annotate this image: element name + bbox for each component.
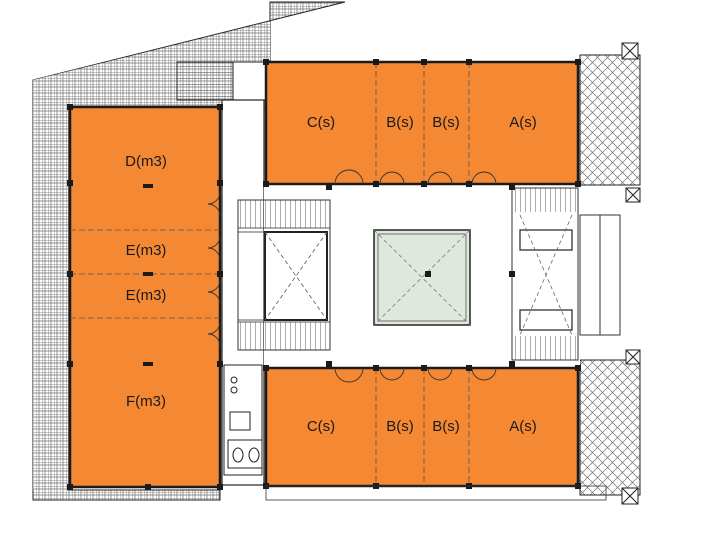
stair-right <box>511 187 621 361</box>
label-top-b1: B(s) <box>386 114 414 131</box>
unit-block-top <box>264 60 580 186</box>
label-top-a: A(s) <box>509 114 537 131</box>
bottom-edge <box>265 485 607 501</box>
label-bottom-b1: B(s) <box>386 418 414 435</box>
label-left-f: F(m3) <box>126 393 166 410</box>
stair-top-left <box>176 61 234 101</box>
label-bottom-b2: B(s) <box>432 418 460 435</box>
label-left-d: D(m3) <box>125 153 167 170</box>
label-bottom-a: A(s) <box>509 418 537 435</box>
door-swings <box>207 169 497 383</box>
atrium-void <box>373 229 471 326</box>
unit-block-left <box>68 105 222 489</box>
label-top-c: C(s) <box>307 114 335 131</box>
corner-columns <box>621 42 641 505</box>
label-bottom-c: C(s) <box>307 418 335 435</box>
label-left-e1: E(m3) <box>126 242 167 259</box>
unit-block-bottom <box>264 366 580 488</box>
label-left-e2: E(m3) <box>126 287 167 304</box>
structural-columns <box>67 59 581 490</box>
room-labels: C(s) B(s) B(s) A(s) D(m3) E(m3) E(m3) F(… <box>125 114 537 435</box>
paved-area-right-top <box>579 54 641 186</box>
paved-area-right-bottom <box>579 359 641 496</box>
stair-core <box>237 199 331 351</box>
label-top-b2: B(s) <box>432 114 460 131</box>
restroom-block <box>223 364 263 476</box>
